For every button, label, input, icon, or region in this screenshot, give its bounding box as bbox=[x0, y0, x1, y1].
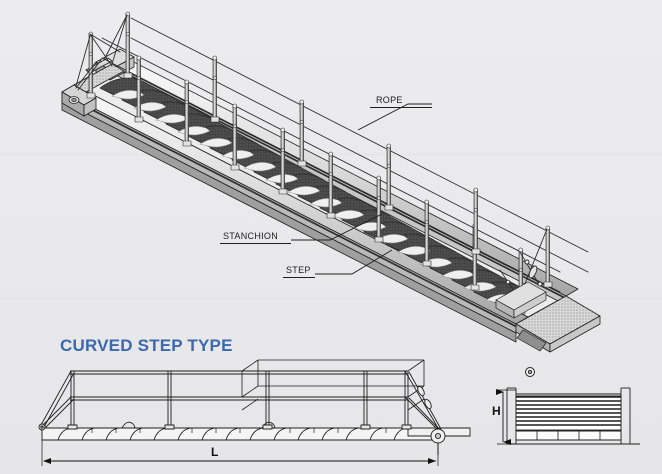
callout-underline-stanchion bbox=[220, 243, 291, 244]
callout-label-step: STEP bbox=[286, 265, 311, 275]
stanchion-leader bbox=[291, 213, 383, 241]
elevation-stanchions bbox=[67, 371, 412, 430]
elevation-curved-steps bbox=[57, 427, 412, 441]
dimension-label-length: L bbox=[211, 445, 219, 459]
callout-underline-step bbox=[283, 277, 315, 278]
stanchion-posts-near bbox=[123, 11, 553, 288]
callout-label-rope: ROPE bbox=[376, 95, 403, 105]
end-section-view bbox=[506, 367, 640, 445]
dimension-lines bbox=[41, 389, 516, 466]
head-stay-rods bbox=[75, 14, 128, 91]
elevation-left-stays bbox=[38, 370, 75, 431]
isometric-gangway-view bbox=[61, 11, 601, 353]
callout-label-stanchion: STANCHION bbox=[223, 231, 279, 241]
dimension-label-height: H bbox=[492, 404, 501, 418]
step-leader bbox=[315, 249, 393, 275]
curved-steps-group bbox=[99, 77, 545, 309]
elevation-right-stays bbox=[404, 370, 446, 455]
bottom-landing-platform bbox=[495, 281, 601, 353]
callout-underline-rope bbox=[370, 107, 432, 108]
section-title: CURVED STEP TYPE bbox=[60, 336, 233, 355]
stanchion-posts-far bbox=[86, 31, 526, 315]
callout-leaders bbox=[291, 103, 432, 275]
side-elevation-view bbox=[38, 359, 471, 455]
rope-leader bbox=[357, 103, 432, 131]
